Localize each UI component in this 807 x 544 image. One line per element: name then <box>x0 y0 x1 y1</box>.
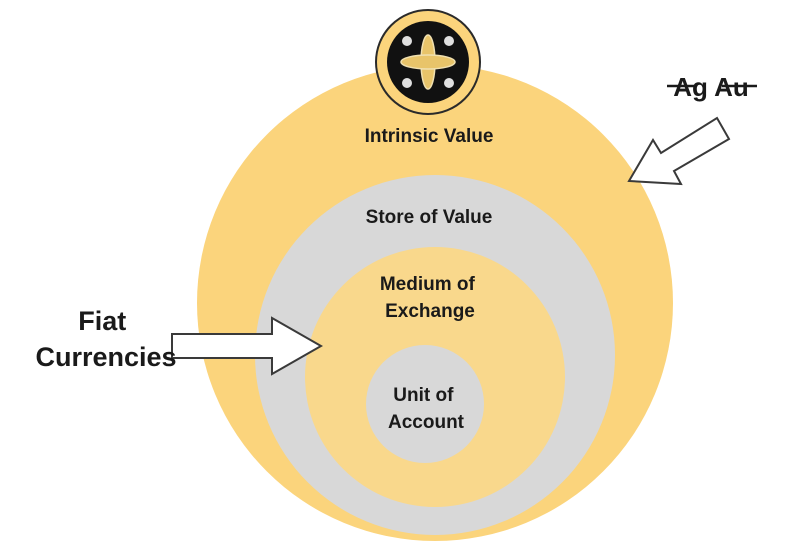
fiat-arrow <box>171 316 324 376</box>
label-intrinsic-value: Intrinsic Value <box>365 126 494 147</box>
label-store-of-value: Store of Value <box>366 207 493 228</box>
coin-emblem-icon <box>375 9 481 115</box>
emblem-dot-top-left <box>402 36 412 46</box>
metals-arrow <box>627 116 731 186</box>
label-unit-of-account: Unit of Account <box>388 385 465 433</box>
label-medium-of-exchange: Medium of Exchange <box>380 274 480 322</box>
ring-unit-of-account <box>366 345 484 463</box>
emblem-petal-horizontal <box>400 54 456 70</box>
emblem-dot-bottom-left <box>402 78 412 88</box>
fiat-label: Fiat Currencies <box>35 306 176 372</box>
emblem-dot-bottom-right <box>444 78 454 88</box>
emblem-dot-top-right <box>444 36 454 46</box>
